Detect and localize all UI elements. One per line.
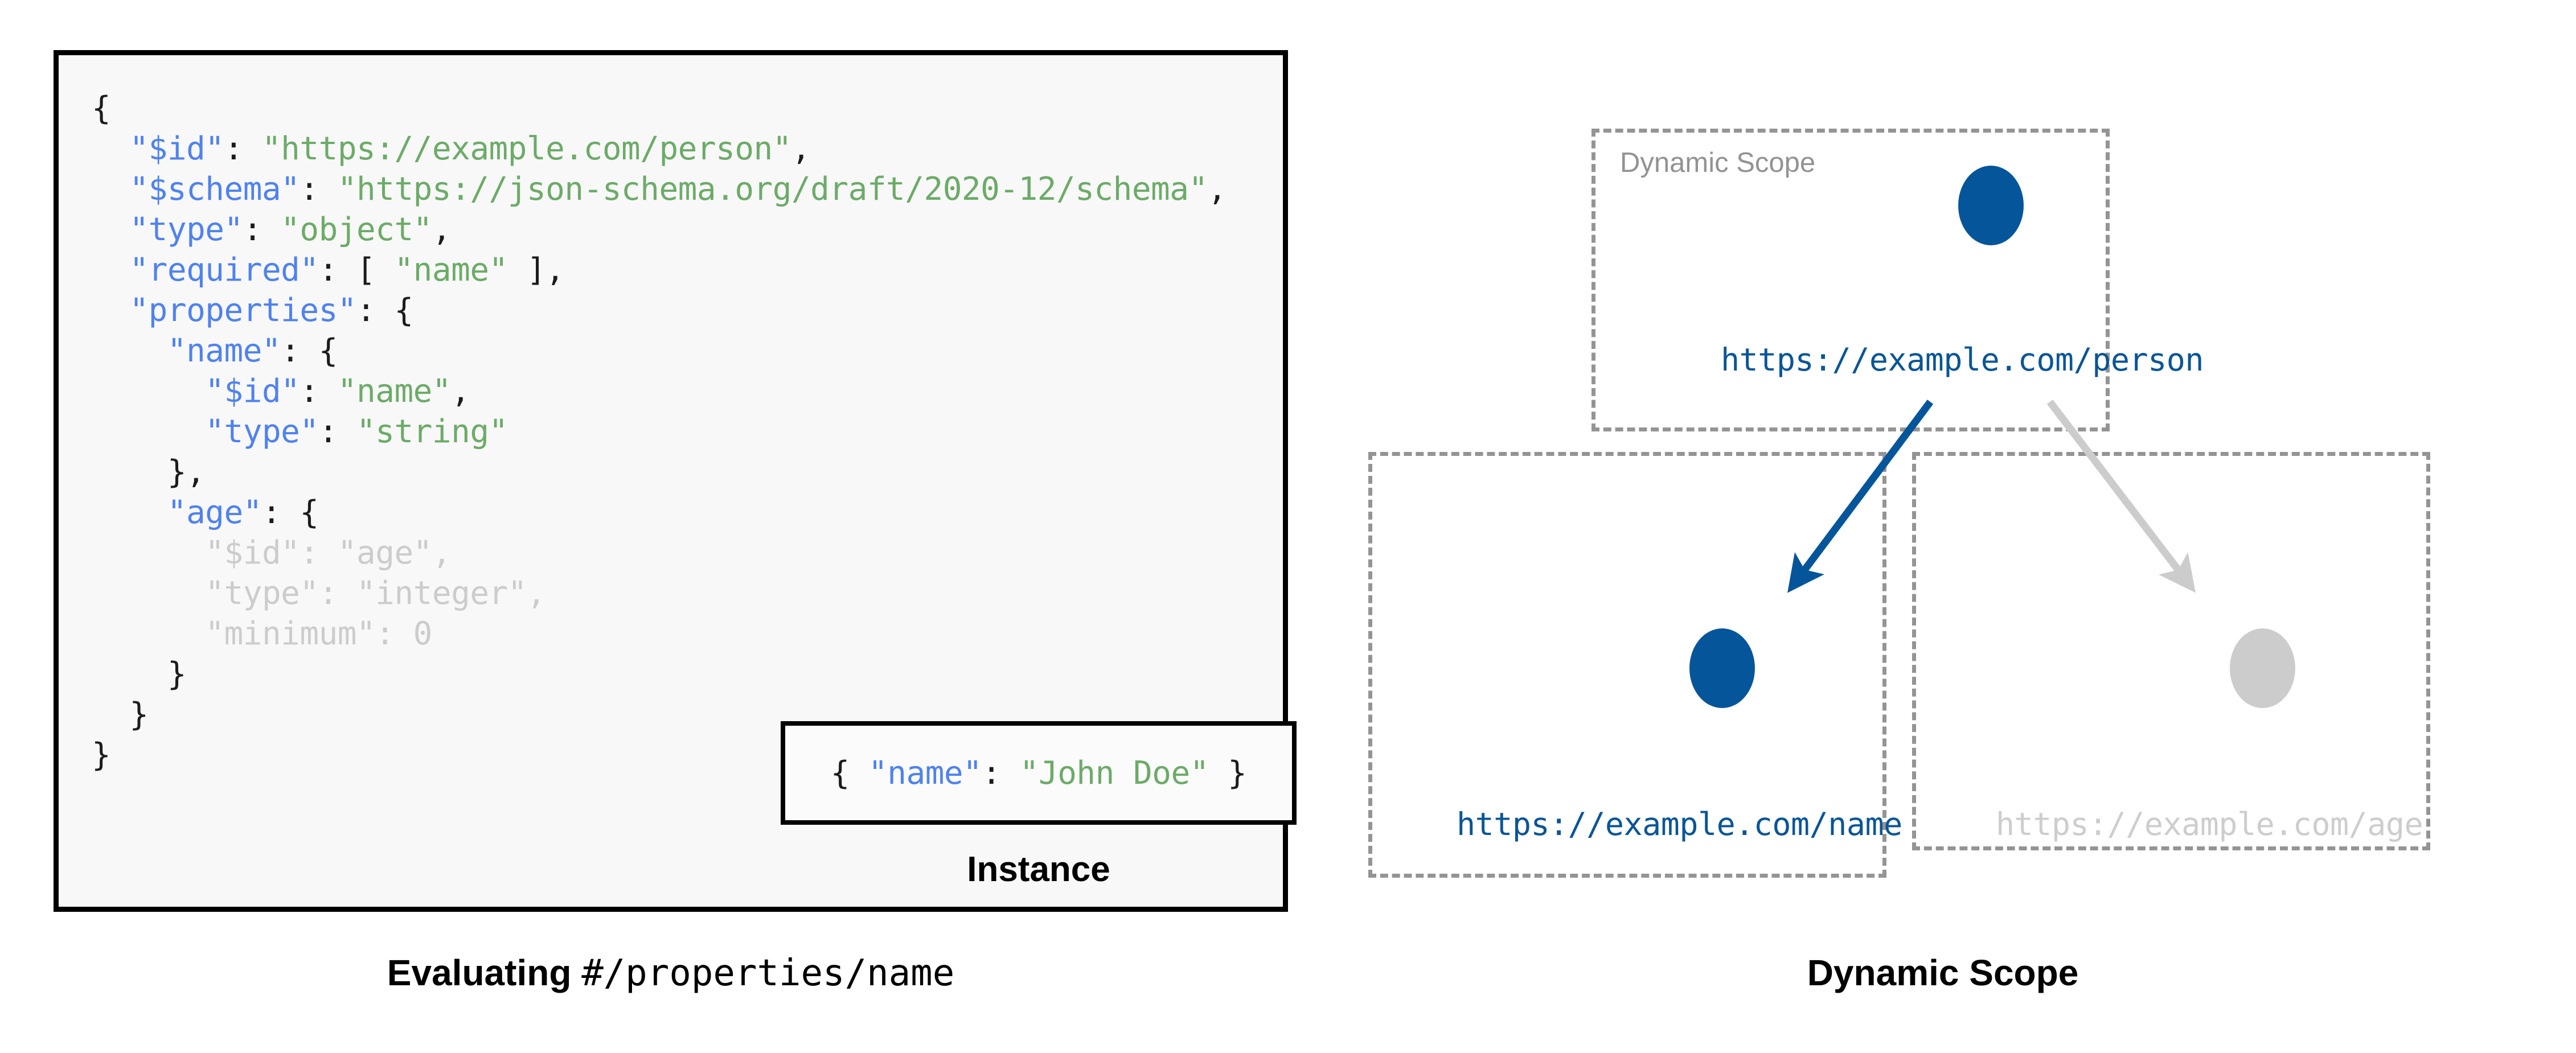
code-token-str: "https://example.com/person" <box>261 130 792 167</box>
code-token-punct: } <box>1208 754 1247 792</box>
code-token-punct: } <box>92 696 149 733</box>
code-line: "$schema": "https://json-schema.org/draf… <box>92 169 1227 209</box>
code-line: "$id": "age", <box>92 533 1227 573</box>
node-circle-age <box>2230 628 2295 708</box>
node-circle-name <box>1689 628 1755 708</box>
left-figure-caption: Evaluating #/properties/name <box>54 952 1288 994</box>
code-token-punct: : <box>224 130 262 167</box>
code-line: } <box>92 694 1227 735</box>
code-token-punct <box>92 373 205 410</box>
code-token-punct: , <box>1207 171 1227 208</box>
code-token-key: "$id" <box>205 534 300 571</box>
code-token-key: "type" <box>205 575 319 612</box>
code-token-key: "type" <box>129 211 243 248</box>
code-token-punct: }, <box>92 454 206 491</box>
node-label-name: https://example.com/name <box>1457 806 1902 842</box>
code-token-punct <box>92 332 167 369</box>
scope-box-name <box>1368 452 1886 878</box>
code-token-punct: { <box>92 90 111 127</box>
code-token-punct: : { <box>281 332 338 369</box>
code-token-punct: , <box>432 211 452 248</box>
code-token-punct <box>92 413 205 450</box>
code-token-key: "$id" <box>129 130 224 167</box>
code-token-str: "https://json-schema.org/draft/2020-12/s… <box>337 171 1208 208</box>
code-line: }, <box>92 452 1227 492</box>
code-token-punct: ], <box>507 252 565 289</box>
code-token-key: "required" <box>129 252 319 289</box>
instance-json: { "name": "John Doe" } <box>831 755 1247 792</box>
code-token-str: "name" <box>394 252 508 289</box>
instance-box: { "name": "John Doe" } <box>781 721 1297 825</box>
code-line: { <box>92 88 1227 129</box>
right-figure-caption: Dynamic Scope <box>1807 952 2079 993</box>
code-token-punct: : <box>375 615 413 652</box>
code-token-punct <box>92 211 129 248</box>
code-line: "name": { <box>92 331 1227 371</box>
code-token-punct <box>92 534 205 571</box>
caption-mono-part: #/properties/name <box>581 952 955 994</box>
code-line: "$id": "name", <box>92 371 1227 412</box>
code-token-str: "John Doe" <box>1019 754 1209 792</box>
code-token-punct <box>92 292 129 329</box>
code-token-punct: : <box>243 211 281 248</box>
code-token-key: "name" <box>167 332 281 369</box>
code-token-punct: } <box>92 656 187 693</box>
code-token-key: "$id" <box>205 373 300 410</box>
code-line: "age": { <box>92 492 1227 533</box>
code-line: "type": "object", <box>92 209 1227 250</box>
code-line: "required": [ "name" ], <box>92 250 1227 290</box>
scope-box-inline-label: Dynamic Scope <box>1620 147 1816 178</box>
schema-code-block: { "$id": "https://example.com/person", "… <box>92 88 1227 775</box>
node-circle-person <box>1958 166 2024 245</box>
code-token-punct: : <box>300 373 338 410</box>
code-token-punct: { <box>830 754 869 792</box>
code-token-punct <box>92 130 129 167</box>
code-token-key: "age" <box>167 494 262 531</box>
code-token-punct: : { <box>261 494 319 531</box>
code-token-punct: : [ <box>318 252 395 289</box>
code-line: "properties": { <box>92 290 1227 331</box>
code-token-str: "age" <box>337 534 433 571</box>
code-token-punct: : <box>300 171 338 208</box>
code-token-punct: : <box>318 575 357 612</box>
code-token-punct: : <box>300 534 338 571</box>
code-line: "type": "string" <box>92 412 1227 452</box>
code-line: "$id": "https://example.com/person", <box>92 129 1227 169</box>
code-token-punct: : { <box>356 292 413 329</box>
code-token-key: "$schema" <box>129 171 300 208</box>
code-token-punct <box>92 575 205 612</box>
code-token-punct: : <box>318 413 357 450</box>
code-token-str: "string" <box>356 413 508 450</box>
code-token-punct: , <box>432 534 452 571</box>
code-token-num: 0 <box>413 615 433 652</box>
code-token-key: "minimum" <box>205 615 376 652</box>
node-label-person: https://example.com/person <box>1721 342 2204 378</box>
code-token-str: "name" <box>337 373 452 410</box>
code-line: "type": "integer", <box>92 573 1227 614</box>
code-token-key: "name" <box>868 754 982 792</box>
caption-bold-part: Evaluating <box>387 952 582 993</box>
code-token-punct: , <box>791 130 811 167</box>
scope-box-age <box>1912 452 2430 850</box>
code-token-punct <box>92 615 205 652</box>
code-token-punct <box>92 494 167 531</box>
schema-code-panel: { "$id": "https://example.com/person", "… <box>54 50 1297 912</box>
code-token-punct: , <box>451 373 470 410</box>
code-token-punct <box>92 252 129 289</box>
code-line: } <box>92 735 1227 775</box>
code-token-punct: } <box>92 737 111 774</box>
instance-label: Instance <box>967 850 1110 889</box>
code-token-punct <box>92 171 129 208</box>
node-label-age: https://example.com/age <box>1996 806 2423 842</box>
dynamic-scope-diagram: Dynamic Scope https://example.com/person… <box>1310 0 2576 1053</box>
code-token-punct: , <box>526 575 546 612</box>
code-token-punct: : <box>982 754 1020 792</box>
code-token-str: "integer" <box>356 575 527 612</box>
code-token-str: "object" <box>281 211 432 248</box>
code-token-key: "properties" <box>129 292 357 329</box>
code-line: } <box>92 654 1227 694</box>
code-line: "minimum": 0 <box>92 614 1227 654</box>
code-token-key: "type" <box>205 413 319 450</box>
